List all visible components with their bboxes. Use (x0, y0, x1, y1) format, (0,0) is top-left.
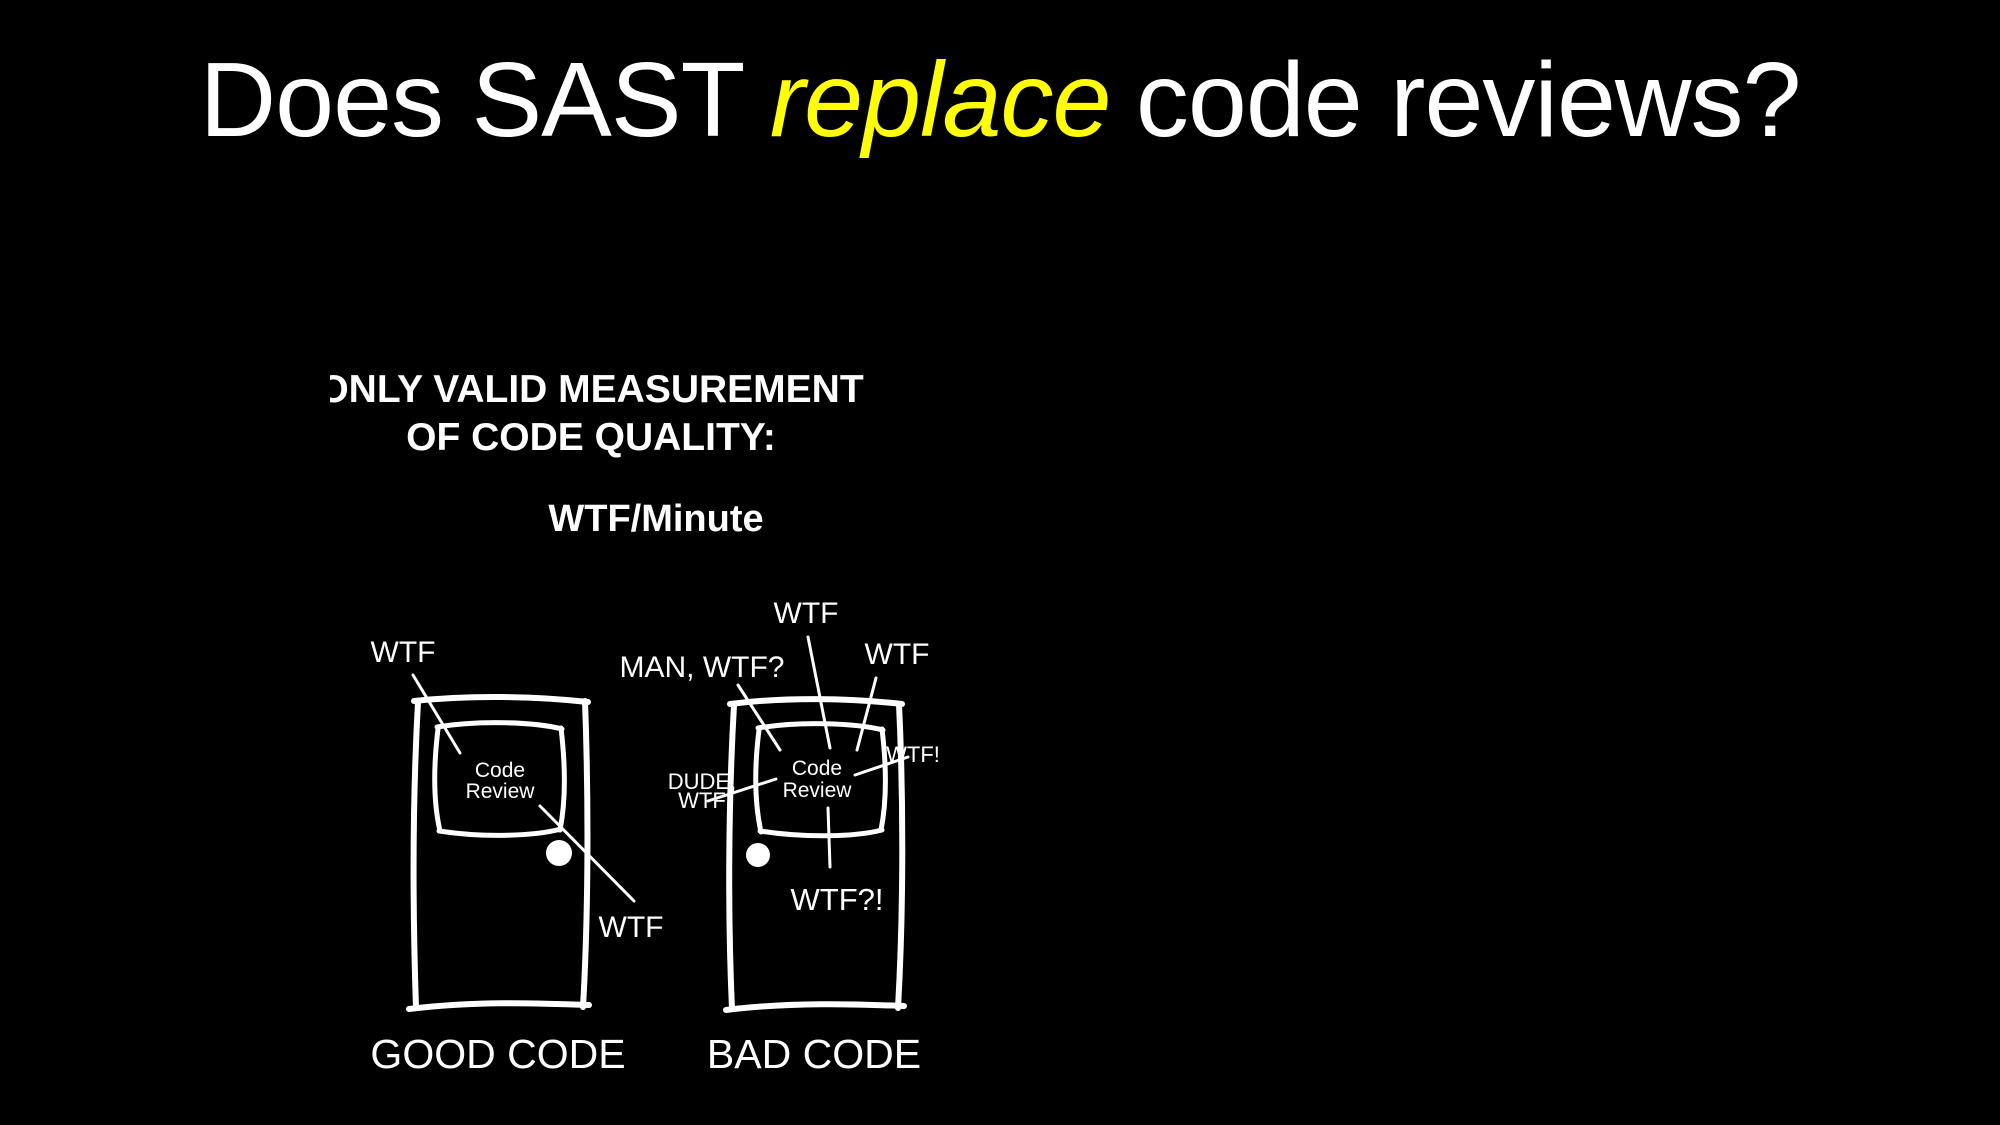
good-doorknob (546, 840, 572, 866)
bad-door-outline-right (895, 701, 906, 1011)
bad-pointer-line-dude (706, 777, 778, 803)
good-door-window-left (432, 726, 443, 834)
bad-door-outline-bottom (723, 1001, 907, 1013)
bad-door-window-left (753, 727, 764, 835)
bad-pointer-line-bottom (826, 806, 832, 869)
good-window-text-line1: Code (475, 759, 525, 782)
good-door-outline-bottom (406, 1000, 592, 1012)
comic-metric-label: WTF/Minute (548, 498, 763, 540)
wtf-per-minute-comic: ONLY VALID MEASUREMENT OF CODE QUALITY: … (330, 368, 940, 1077)
bad-pointer-line-man (736, 683, 782, 752)
bad-callout-top-wtf: WTF (774, 597, 839, 630)
good-door-window-top (434, 720, 565, 732)
bad-code-door: Code Review WTF MAN, WTF? WTF WTF! DUDE,… (620, 597, 940, 1077)
good-pointer-line-bottom (538, 804, 636, 903)
bad-callout-man-wtf: MAN, WTF? (620, 651, 785, 684)
title-highlight: replace (769, 41, 1112, 159)
good-door-outline-left (410, 699, 421, 1011)
bad-doorknob (746, 843, 770, 867)
bad-door-window-bottom (757, 827, 885, 839)
good-pointer-line-top (411, 673, 462, 755)
good-door-window-right (557, 725, 567, 833)
good-callout-bottom-wtf: WTF (599, 911, 664, 944)
good-window-text-line2: Review (466, 780, 536, 803)
bad-callout-dude-line2: WTF (678, 788, 726, 813)
comic-heading-line2: OF CODE QUALITY: (406, 416, 776, 459)
comic-heading-line1: ONLY VALID MEASUREMENT (330, 368, 864, 411)
bad-door-outline-left (726, 702, 737, 1012)
bad-callout-dude-line1: DUDE, (668, 769, 736, 794)
bad-door-caption: BAD CODE (707, 1031, 921, 1077)
good-door-caption: GOOD CODE (370, 1031, 625, 1077)
bad-window-text-line2: Review (783, 779, 853, 802)
bad-callout-bottom-wtf: WTF?! (791, 882, 884, 917)
title-suffix: code reviews? (1135, 41, 1802, 159)
bad-pointer-line-top (806, 635, 832, 750)
bad-door-outline-top (727, 696, 905, 707)
good-door-outline-top (411, 693, 591, 705)
good-code-door: Code Review WTF WTF GOOD CODE (370, 636, 663, 1077)
good-door-outline-right (580, 698, 591, 1010)
bad-callout-right-wtf: WTF (865, 638, 930, 671)
bad-door-window-right (878, 726, 888, 833)
bad-pointer-line-right (855, 676, 878, 752)
good-door-window-bottom (436, 826, 564, 838)
good-callout-top-wtf: WTF (371, 636, 436, 669)
title-prefix: Does SAST (199, 41, 746, 159)
bad-pointer-line-excl (853, 755, 910, 777)
bad-window-text-line1: Code (792, 757, 842, 780)
